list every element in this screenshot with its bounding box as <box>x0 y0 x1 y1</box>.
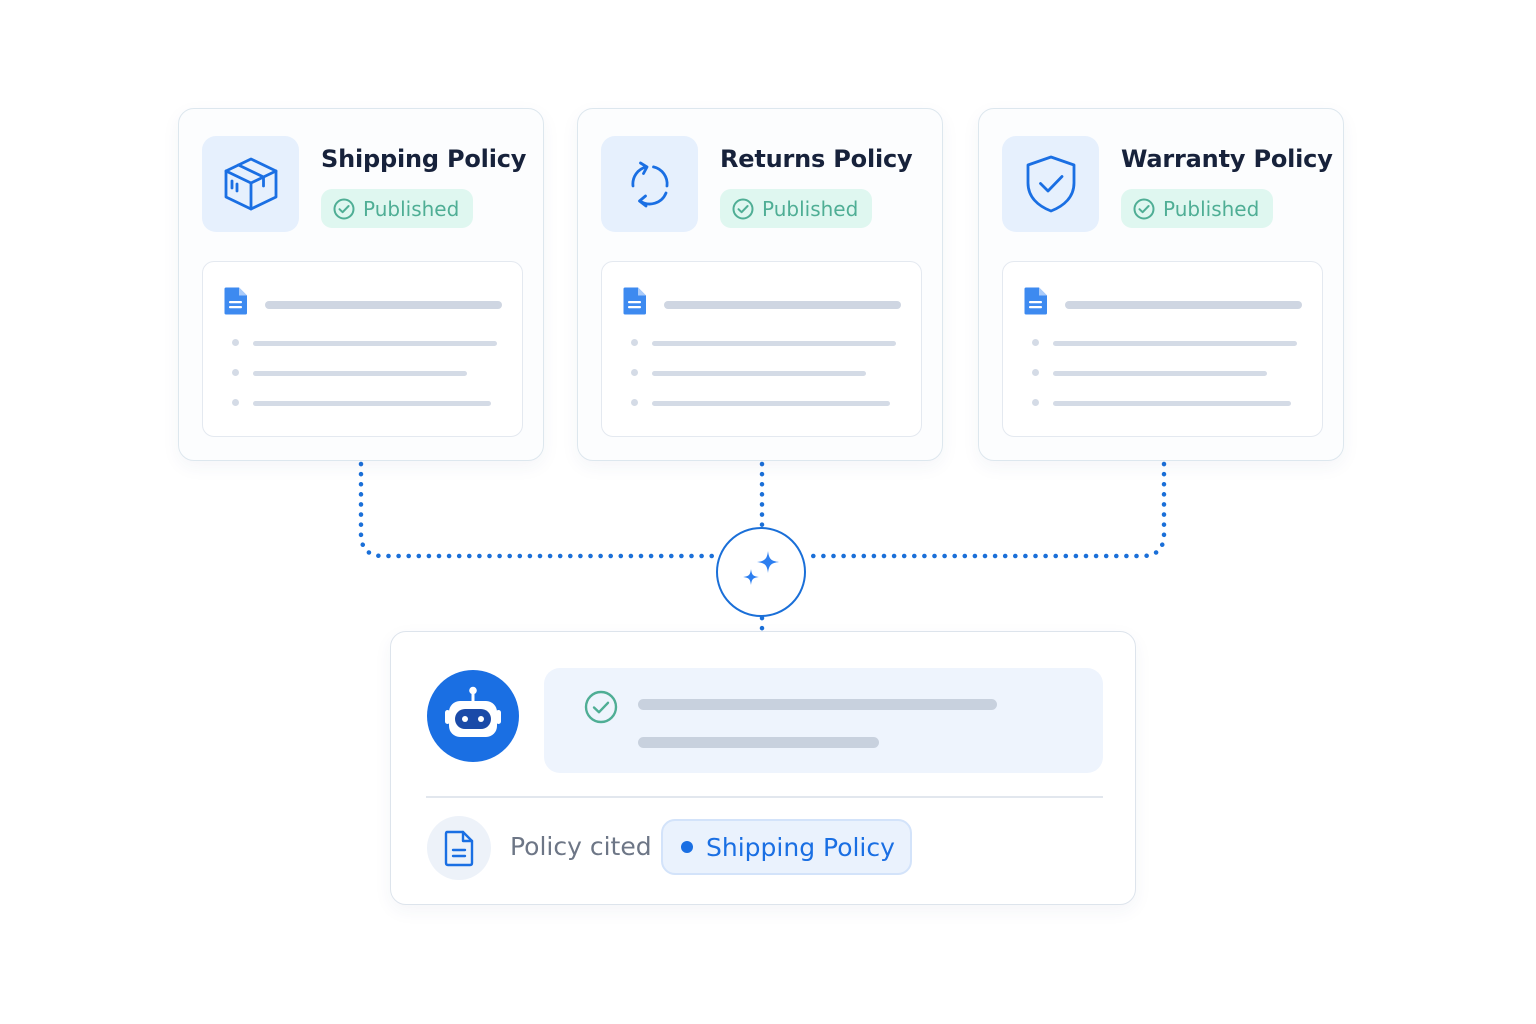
list-line-placeholder <box>1053 341 1297 346</box>
check-circle-icon <box>732 198 754 219</box>
status-badge-published: Published <box>1121 189 1274 228</box>
list-line-placeholder <box>1053 401 1291 406</box>
list-line-placeholder <box>253 371 467 376</box>
list-bullet <box>631 339 638 346</box>
list-line-placeholder <box>1053 371 1267 376</box>
citation-label: Policy cited <box>510 832 652 861</box>
document-preview[interactable] <box>1002 261 1323 437</box>
list-bullet <box>1032 369 1039 376</box>
list-bullet <box>1032 339 1039 346</box>
status-label: Published <box>1163 196 1260 221</box>
document-preview[interactable] <box>601 261 922 437</box>
list-line-placeholder <box>253 341 497 346</box>
check-circle-icon <box>333 198 355 219</box>
answer-line-placeholder <box>638 699 997 710</box>
status-badge-published: Published <box>720 189 873 228</box>
doc-heading-placeholder <box>265 301 502 309</box>
list-line-placeholder <box>253 401 491 406</box>
list-line-placeholder <box>652 371 866 376</box>
document-icon <box>1024 287 1047 315</box>
policy-card-warranty[interactable]: Warranty Policy Published <box>978 108 1344 461</box>
list-bullet <box>631 369 638 376</box>
status-label: Published <box>363 196 460 221</box>
document-icon <box>427 816 491 880</box>
list-bullet <box>232 399 239 406</box>
document-icon <box>623 287 646 315</box>
chip-dot <box>681 841 693 853</box>
package-box-icon <box>202 136 299 232</box>
check-circle-icon <box>1133 198 1155 219</box>
cited-policy-chip[interactable]: Shipping Policy <box>661 819 912 875</box>
shield-check-icon <box>1002 136 1099 232</box>
policy-title: Returns Policy <box>720 145 913 173</box>
assistant-answer-card: Policy cited Shipping Policy <box>390 631 1136 905</box>
ai-sparkle-icon <box>743 551 779 585</box>
robot-icon <box>427 670 519 762</box>
document-icon <box>224 287 247 315</box>
doc-heading-placeholder <box>664 301 901 309</box>
answer-line-placeholder <box>638 737 879 748</box>
policy-title: Warranty Policy <box>1121 145 1333 173</box>
document-preview[interactable] <box>202 261 523 437</box>
status-label: Published <box>762 196 859 221</box>
refresh-cycle-icon <box>601 136 698 232</box>
policy-card-returns[interactable]: Returns Policy Published <box>577 108 943 461</box>
answer-bubble <box>544 668 1103 773</box>
status-badge-published: Published <box>321 189 474 228</box>
doc-heading-placeholder <box>1065 301 1302 309</box>
policy-title: Shipping Policy <box>321 145 527 173</box>
list-line-placeholder <box>652 401 890 406</box>
list-bullet <box>232 339 239 346</box>
list-bullet <box>631 399 638 406</box>
list-bullet <box>1032 399 1039 406</box>
list-bullet <box>232 369 239 376</box>
connector-shipping <box>358 461 721 559</box>
cited-policy-label: Shipping Policy <box>706 832 895 862</box>
check-circle-icon <box>584 690 618 724</box>
divider <box>426 796 1103 798</box>
policy-card-shipping[interactable]: Shipping Policy Published <box>178 108 544 461</box>
connector-warranty <box>803 461 1167 559</box>
ai-hub <box>716 527 806 617</box>
list-line-placeholder <box>652 341 896 346</box>
